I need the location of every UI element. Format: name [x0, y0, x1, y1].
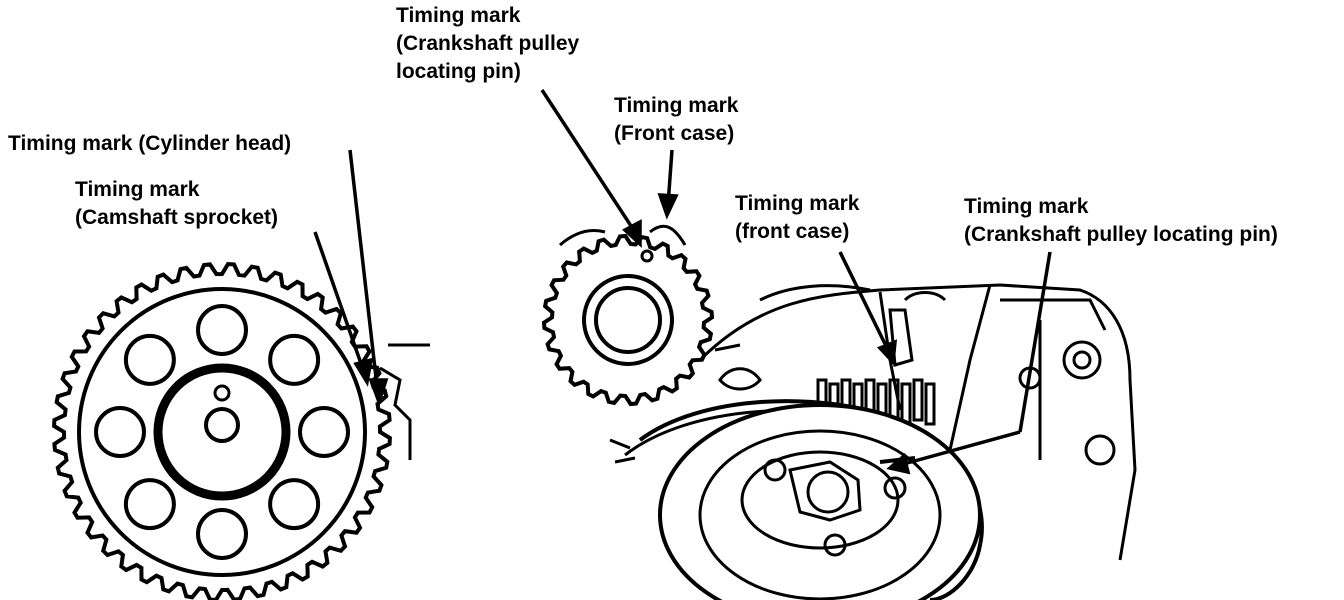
sprocket-hole [196, 508, 248, 560]
sprocket-hole [94, 406, 146, 458]
crank-sprocket-tooth [924, 382, 936, 426]
sprocket-dowel [213, 384, 231, 402]
label-crank-pulley-pin-large: Timing mark (Crankshaft pulley locating … [964, 193, 1278, 249]
camshaft-sprocket [52, 262, 392, 600]
sprocket-hole [123, 333, 176, 386]
label-line: (Crankshaft pulley locating pin) [964, 223, 1278, 246]
label-line: Timing mark [75, 178, 200, 201]
label-line: (Crankshaft pulley [396, 32, 580, 55]
small-sprocket-hub-outer [582, 274, 674, 366]
label-line: Timing mark (Cylinder head) [8, 132, 292, 155]
label-line: Timing mark [396, 4, 521, 27]
label-line: locating pin) [396, 60, 521, 83]
sprocket-hole [268, 478, 321, 531]
sprocket-bore [204, 407, 240, 443]
label-line: Timing mark [614, 94, 739, 117]
sprocket-hub [153, 363, 291, 501]
small-sprocket-teeth [541, 233, 715, 407]
sprocket-hole [123, 478, 176, 531]
cylinder-head-edge [379, 343, 430, 460]
camshaft-sprocket-holes [94, 304, 350, 560]
crank-sprocket-tooth [900, 382, 912, 426]
sprocket-hole [298, 406, 350, 458]
label-line: Timing mark [964, 195, 1089, 218]
leader-arrows [313, 89, 1052, 475]
label-crank-pulley-pin-small: Timing mark (Crankshaft pulley locating … [396, 2, 579, 86]
label-line: (Front case) [614, 122, 735, 145]
label-line: (front case) [735, 220, 850, 243]
locating-pin-mark [640, 249, 654, 263]
label-cylinder-head-mark: Timing mark (Cylinder head) [8, 130, 291, 158]
sprocket-rim [77, 287, 367, 577]
crankshaft-pulley [609, 399, 984, 600]
crankshaft-sprocket-small [541, 224, 715, 407]
sprocket-teeth [52, 262, 392, 600]
label-camshaft-sprocket-mark: Timing mark (Camshaft sprocket) [75, 176, 278, 232]
sprocket-hole [196, 304, 248, 356]
engine-front-case [698, 283, 1137, 561]
crank-sprocket-tooth [912, 378, 924, 422]
label-front-case-small: Timing mark (Front case) [614, 92, 738, 148]
label-line: (Camshaft sprocket) [75, 206, 279, 229]
sprocket-hole [268, 333, 321, 386]
label-front-case-large: Timing mark (front case) [735, 190, 859, 246]
label-line: Timing mark [735, 192, 860, 215]
front-case-outline [559, 224, 687, 247]
small-sprocket-hub-inner [594, 286, 662, 354]
